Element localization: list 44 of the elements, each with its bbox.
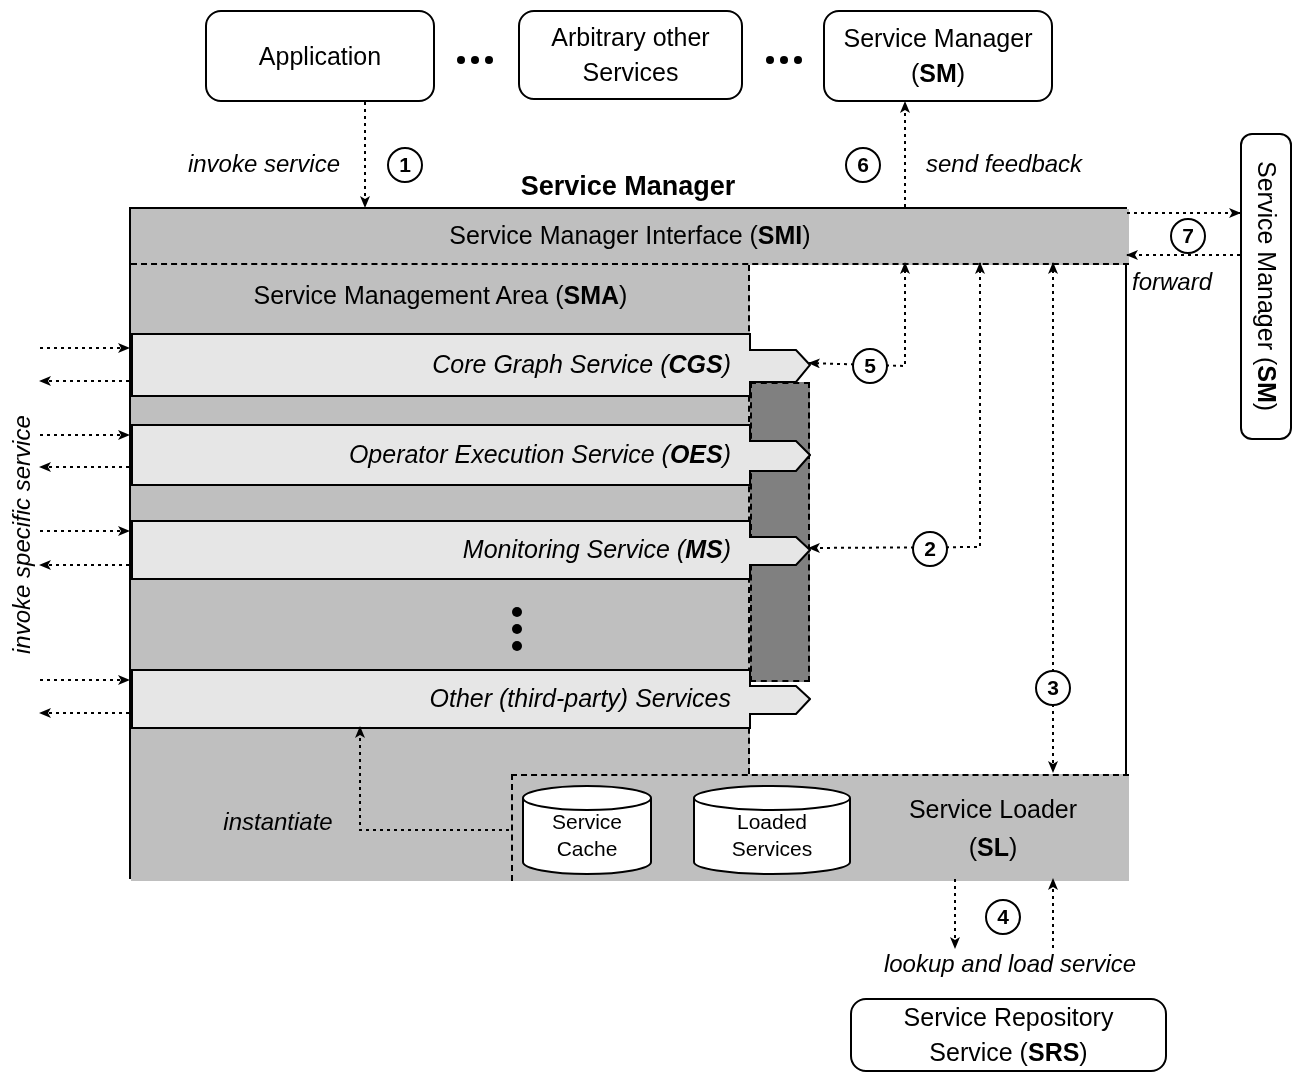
service-box: Arbitrary other Services: [518, 10, 743, 100]
annotation-label: invoke service: [186, 149, 340, 179]
arrow: [39, 708, 130, 718]
arrow: [808, 262, 910, 369]
edge-label: instantiate: [222, 807, 334, 837]
step-number: 7: [1170, 218, 1206, 254]
arrow: [1126, 250, 1241, 260]
step-number: 6: [845, 147, 881, 183]
service-band: Operator Execution Service (OES): [131, 424, 811, 486]
arrow: [1048, 262, 1058, 773]
database-cylinder: Service Cache: [521, 784, 653, 876]
service-box: Service Manager (SM): [1240, 133, 1292, 440]
step-number: 1: [387, 147, 423, 183]
arrow: [39, 675, 130, 685]
arrow: [1126, 208, 1241, 218]
service-band: Core Graph Service (CGS): [131, 333, 811, 397]
annotation-label: lookup and load service: [850, 948, 1170, 982]
arrow: [950, 878, 960, 949]
arrow: [1048, 878, 1058, 949]
arrow: [39, 462, 130, 472]
service-box: Service Manager (SM): [823, 10, 1053, 102]
arrow: [355, 726, 510, 831]
arrow: [360, 101, 370, 208]
interface-band: Service Manager Interface (SMI): [131, 209, 1129, 265]
service-box: Service Repository Service (SRS): [850, 998, 1167, 1072]
arrow: [39, 526, 130, 536]
arrow: [900, 101, 910, 208]
container-title: Service Manager: [519, 170, 737, 203]
service-box: Application: [205, 10, 435, 102]
database-cylinder: Loaded Services: [692, 784, 852, 876]
arrow: [808, 262, 985, 553]
area-title: Service Management Area (SMA): [252, 280, 629, 311]
step-number: 4: [985, 899, 1021, 935]
arrow: [39, 376, 130, 386]
annotation-label: forward: [1132, 267, 1213, 297]
arrow: [39, 343, 130, 353]
arrow: [39, 560, 130, 570]
annotation-label: send feedback: [926, 149, 1083, 179]
annotation-label: invoke specific service: [4, 340, 40, 730]
arrow: [39, 430, 130, 440]
loader-title: Service Loader (SL): [907, 794, 1079, 863]
service-band: Monitoring Service (MS): [131, 520, 811, 580]
service-band: Other (third-party) Services: [131, 669, 811, 729]
loader-area: [511, 774, 1129, 881]
